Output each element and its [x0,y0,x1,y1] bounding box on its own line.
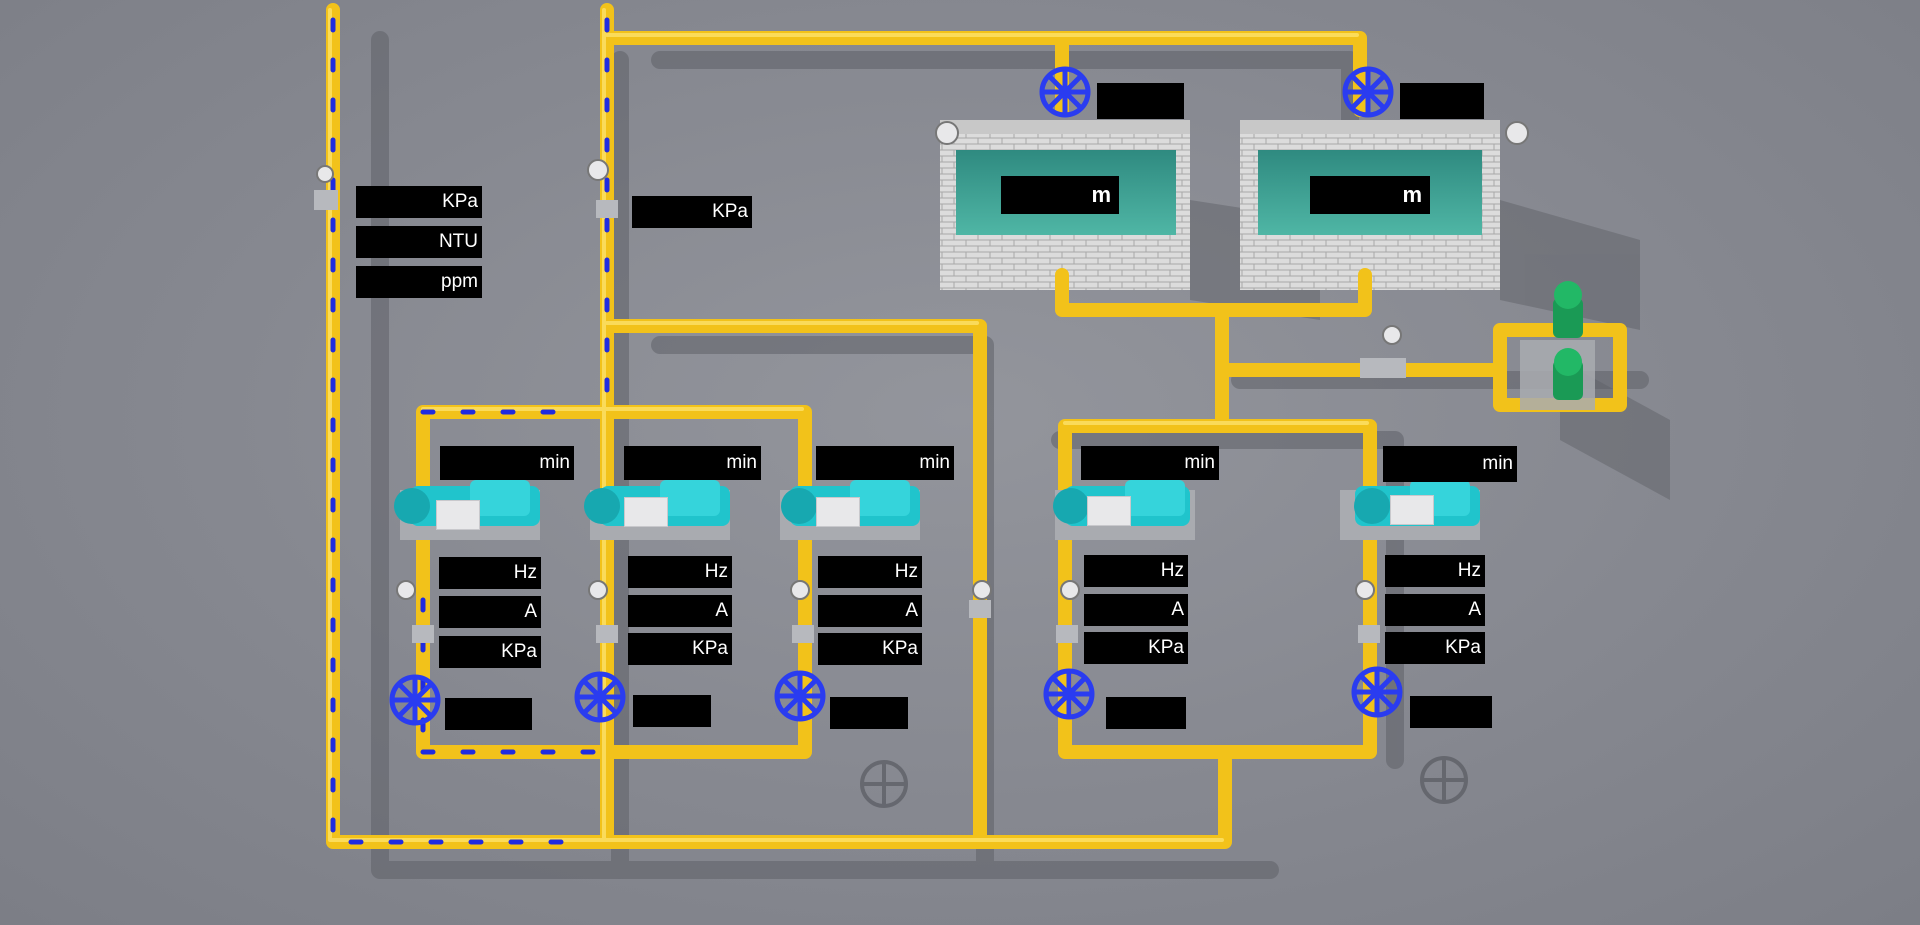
pump-4-frequency-readout: Hz [1084,555,1188,587]
pump-5-runtime-readout: min [1383,446,1517,482]
pump-4-pressure-readout: KPa [1084,632,1188,664]
valve-icon [392,677,438,723]
pump-3-valve-readout [830,697,908,729]
pump-1-runtime-readout: min [440,446,574,480]
inlet-pressure-unit: KPa [442,191,478,213]
tank-1-level-unit: m [1091,182,1111,208]
tank-1-level-readout: m [1001,176,1119,214]
outlet-pressure-readout: KPa [632,196,752,228]
inlet-turbidity-unit: NTU [439,231,478,253]
valve-icon [1354,669,1400,715]
pump-3-pressure-readout: KPa [818,633,922,665]
pump-4-current-readout: A [1084,594,1188,626]
pump-2-runtime-readout: min [624,446,761,480]
valve-icon [777,673,823,719]
tank-2-level-unit: m [1402,182,1422,208]
pump-5-pressure-readout: KPa [1385,632,1485,664]
pump-4-runtime-readout: min [1081,446,1219,480]
pump-1-valve-readout [445,698,532,730]
valve-icon [1345,69,1391,115]
pump-1-pressure-readout: KPa [439,636,541,668]
pump-4-valve-readout [1106,697,1186,729]
pump-3-display [816,497,860,527]
outlet-pressure-unit: KPa [712,201,748,223]
valve-icon [1042,69,1088,115]
pump-2-pressure-readout: KPa [628,633,732,665]
shadow-valves [862,758,1466,806]
inlet-pressure-readout: KPa [356,186,482,218]
pump-5-valve-readout [1410,696,1492,728]
tank-2-valve-readout [1400,83,1484,119]
pump-5-frequency-readout: Hz [1385,555,1485,587]
inlet-chlorine-readout: ppm [356,266,482,298]
pump-1-display [436,500,480,530]
pump-3-frequency-readout: Hz [818,556,922,588]
valve-icon [1046,671,1092,717]
pump-5-display [1390,495,1434,525]
pump-3-current-readout: A [818,595,922,627]
tank-2-level-readout: m [1310,176,1430,214]
pump-5-current-readout: A [1385,594,1485,626]
valve-icon [577,674,623,720]
pump-4-display [1087,496,1131,526]
inlet-chlorine-unit: ppm [441,271,478,293]
pump-2-current-readout: A [628,595,732,627]
pump-2-frequency-readout: Hz [628,556,732,588]
pump-2-display [624,497,668,527]
tank-1-valve-readout [1097,83,1184,119]
pump-2-valve-readout [633,695,711,727]
pump-3-runtime-readout: min [816,446,954,480]
inlet-turbidity-readout: NTU [356,226,482,258]
pump-1-current-readout: A [439,596,541,628]
pump-1-frequency-readout: Hz [439,557,541,589]
